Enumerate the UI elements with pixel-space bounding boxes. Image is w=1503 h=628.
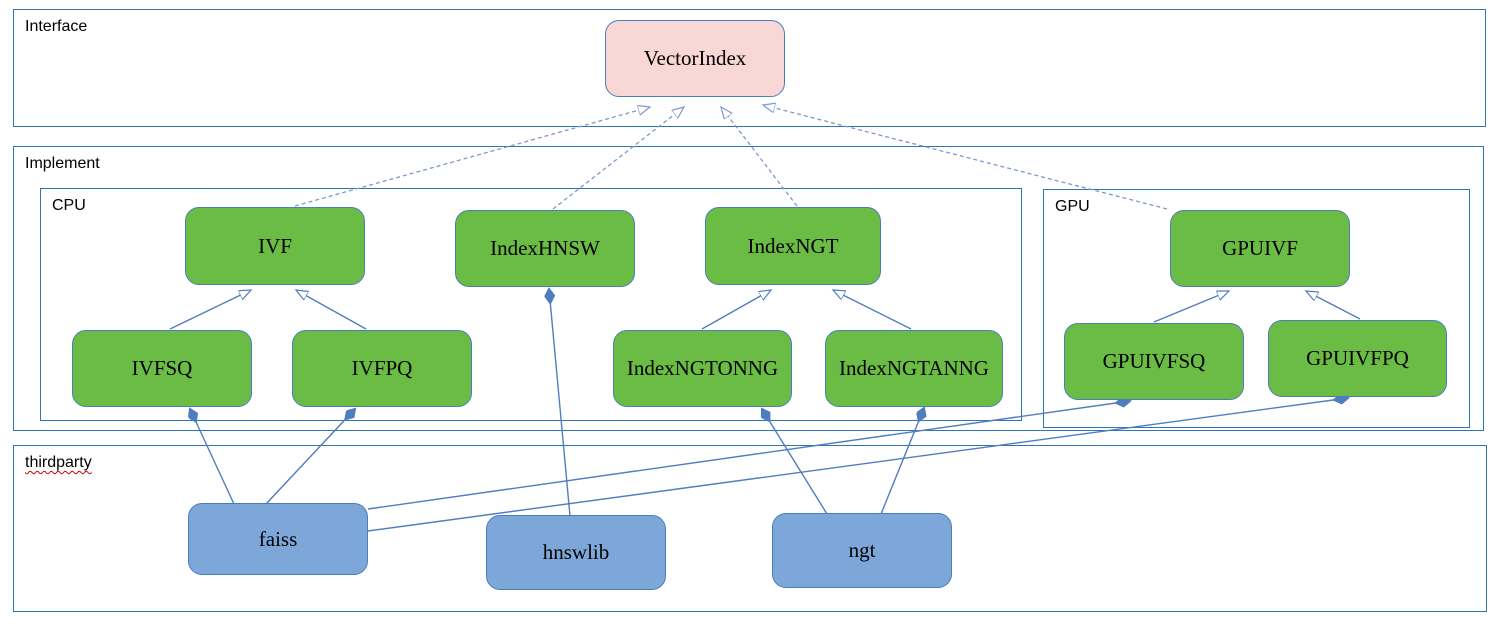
node-label-ivfpq: IVFPQ [351,356,413,380]
node-gpuivf: GPUIVF [1170,210,1350,287]
node-indexngtonng: IndexNGTONNG [613,330,792,407]
node-label-ivf: IVF [258,233,292,258]
node-label-hnswlib: hnswlib [542,540,610,564]
node-label-ngt: ngt [848,538,876,562]
node-ngt: ngt [772,513,952,588]
node-label-indexngt: IndexNGT [747,233,839,258]
gpu-container-label: GPU [1055,198,1090,215]
node-label-gpuivfsq: GPUIVFSQ [1102,349,1206,373]
node-indexngt: IndexNGT [705,207,881,285]
node-vectorindex: VectorIndex [605,20,785,97]
node-gpuivfpq: GPUIVFPQ [1268,320,1447,397]
node-indexngtanng: IndexNGTANNG [825,330,1003,407]
node-label-faiss: faiss [258,526,298,551]
node-faiss: faiss [188,503,368,575]
interface-container-label: Interface [25,18,88,35]
implement-container-label: Implement [25,155,100,172]
node-label-vectorindex: VectorIndex [643,46,747,70]
node-label-indexhnsw: IndexHNSW [490,236,600,260]
node-ivfpq: IVFPQ [292,330,472,407]
node-label-gpuivf: GPUIVF [1222,236,1298,260]
thirdparty-container-label: thirdparty [25,454,92,471]
node-indexhnsw: IndexHNSW [455,210,635,287]
cpu-container-label: CPU [52,197,86,214]
node-ivfsq: IVFSQ [72,330,252,407]
node-label-indexngtanng: IndexNGTANNG [839,356,989,380]
node-label-indexngtonng: IndexNGTONNG [626,356,779,380]
node-label-gpuivfpq: GPUIVFPQ [1306,346,1409,370]
node-label-ivfsq: IVFSQ [131,356,193,380]
node-ivf: IVF [185,207,365,285]
node-hnswlib: hnswlib [486,515,666,590]
node-gpuivfsq: GPUIVFSQ [1064,323,1244,400]
